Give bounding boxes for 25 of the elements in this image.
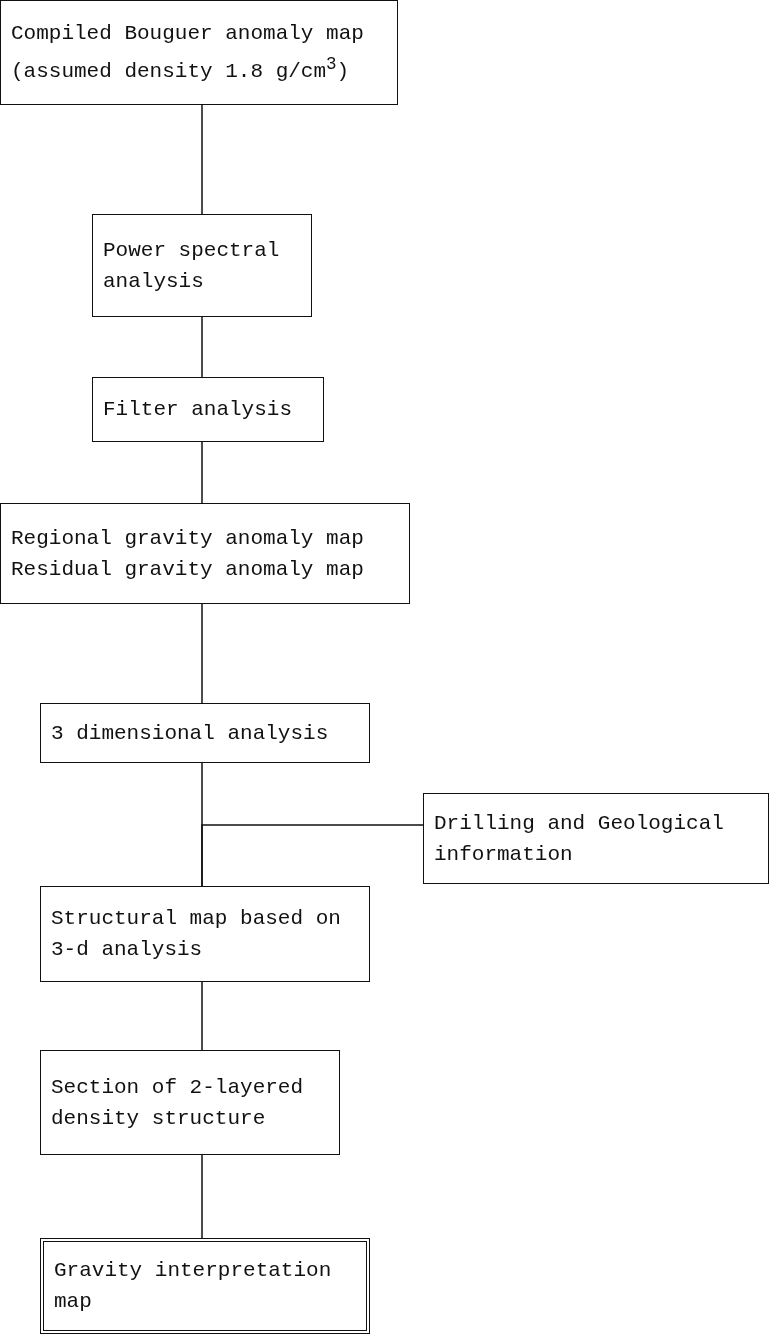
process-box (92, 377, 324, 442)
connector-line (201, 441, 203, 504)
connector-line (201, 1154, 203, 1239)
box-text: Filter analysis (103, 397, 293, 423)
box-text: Gravity interpretation map (54, 1258, 333, 1315)
process-box (40, 1050, 340, 1155)
process-box (423, 793, 769, 884)
process-box (40, 886, 370, 982)
box-text: Compiled Bouguer anomaly map (assumed density 1.8 g/cm$^{3}$) (11, 21, 365, 85)
process-box (0, 503, 410, 604)
process-box (0, 0, 398, 105)
result-box (40, 1238, 370, 1334)
connector-line (201, 603, 203, 704)
connector-line (201, 981, 203, 1051)
connector-line (201, 824, 424, 887)
box-text: Section of 2-layered density structure (51, 1074, 305, 1132)
box-text: Regional gravity anomaly map Residual gravity anomaly map (11, 525, 365, 583)
box-text: Drilling and Geological information (434, 810, 725, 868)
process-box (40, 703, 370, 763)
process-box (92, 214, 312, 317)
box-text: Structural map based on 3-d analysis (51, 906, 342, 963)
connector-line (201, 104, 203, 215)
box-text: 3 dimensional analysis (51, 720, 329, 747)
connector-line (201, 316, 203, 378)
box-text: Power spectral analysis (103, 237, 281, 295)
